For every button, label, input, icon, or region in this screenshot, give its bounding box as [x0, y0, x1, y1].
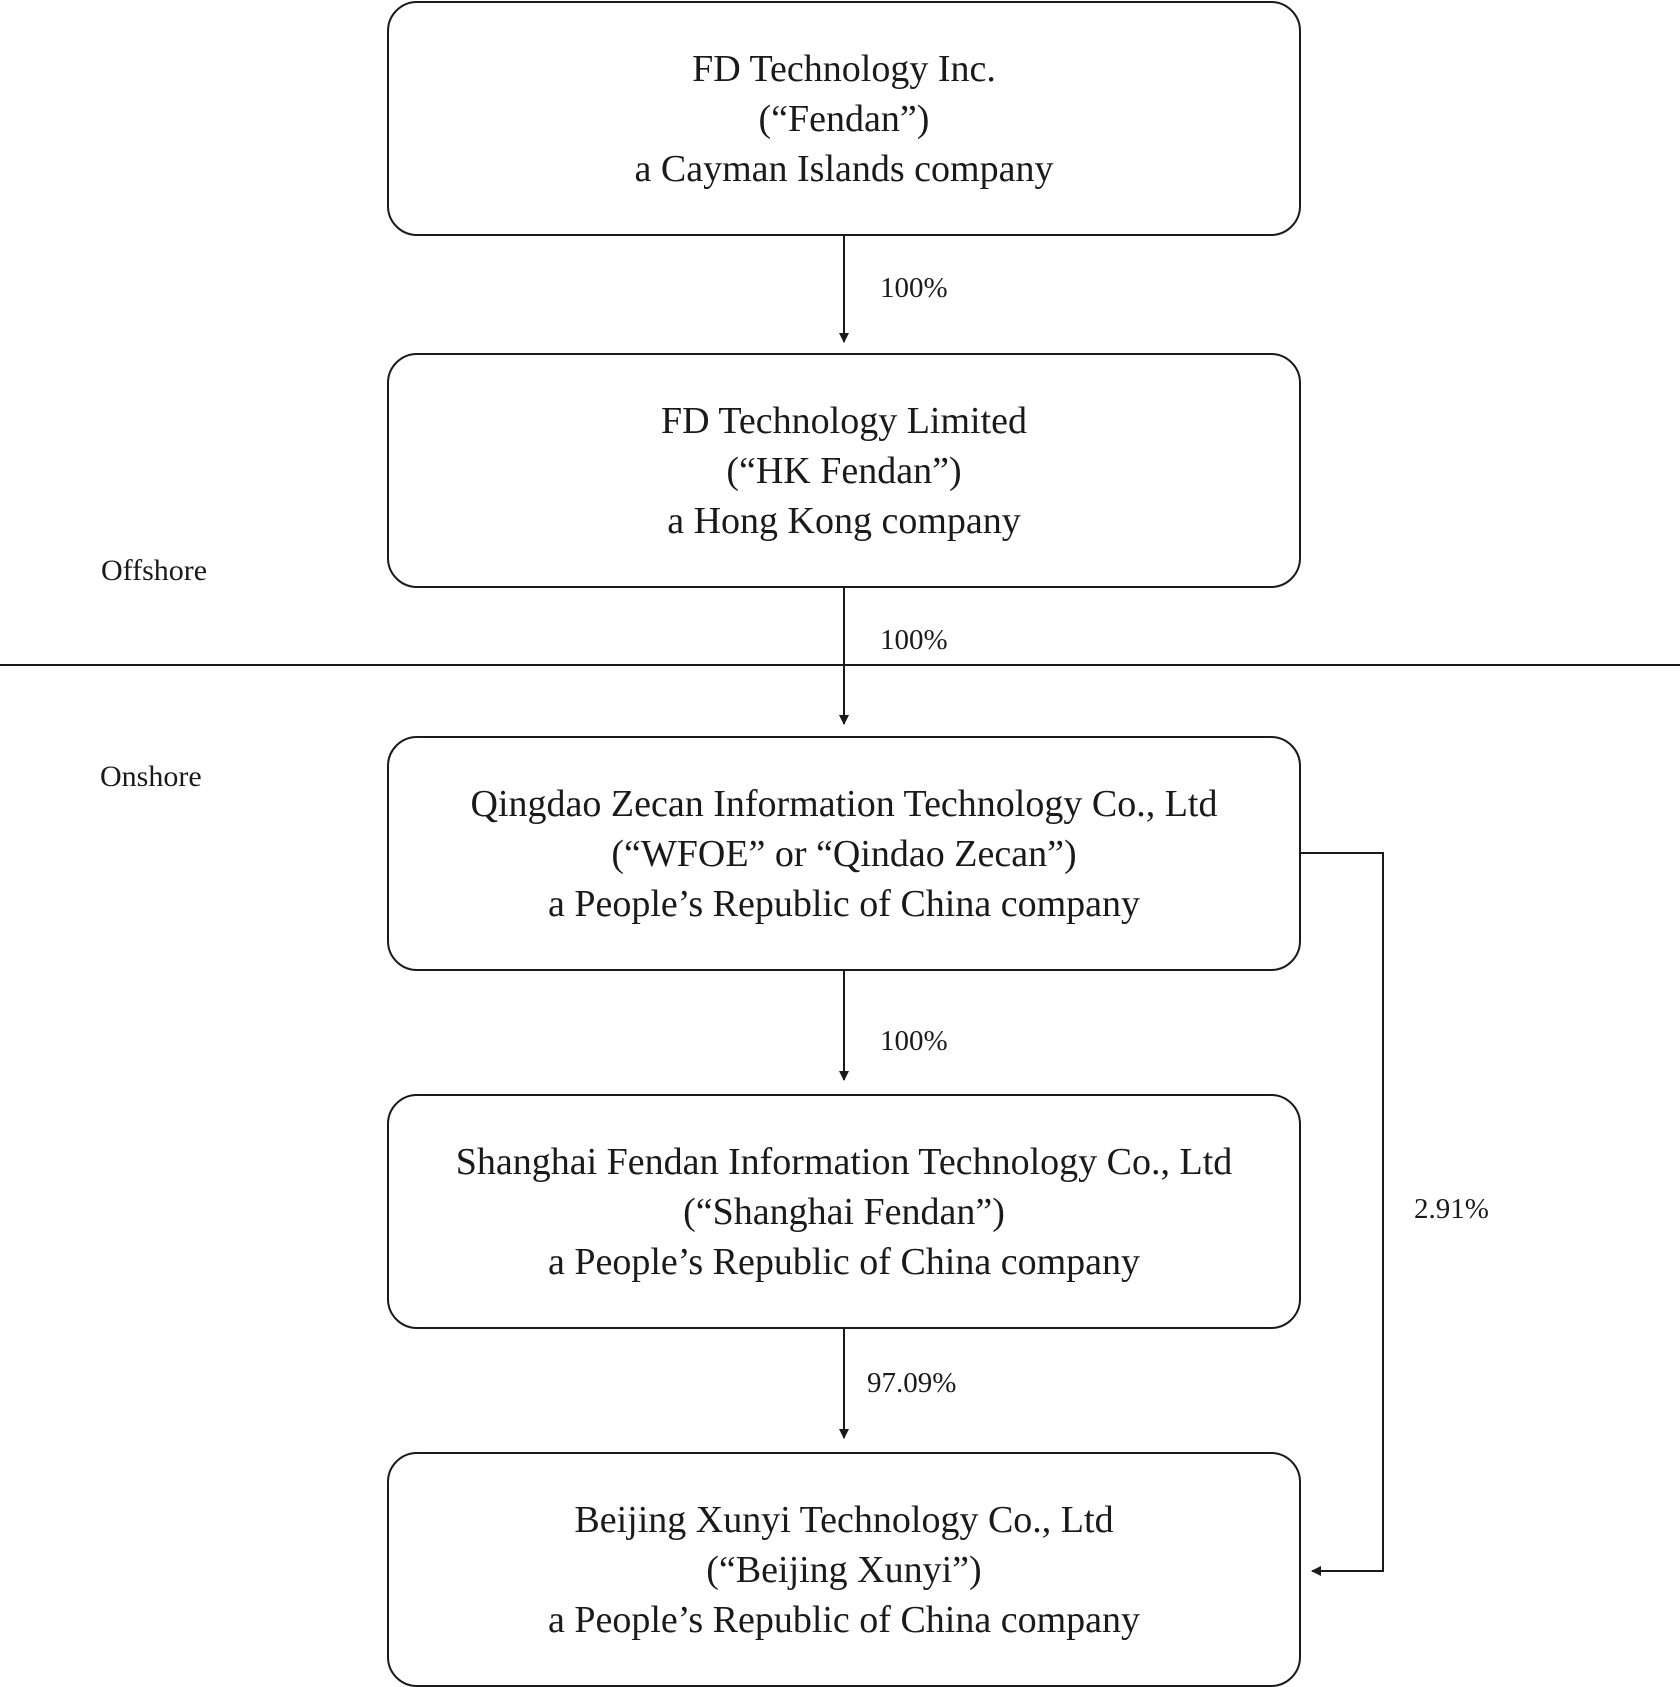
onshore-label: Onshore — [100, 760, 202, 793]
ownership-label: 97.09% — [867, 1367, 957, 1399]
entity-description: a People’s Republic of China company — [547, 1598, 1141, 1641]
entity-short-name: (“Beijing Xunyi”) — [706, 1548, 982, 1591]
entity-name: Beijing Xunyi Technology Co., Ltd — [574, 1498, 1114, 1541]
entity-box-beijing-xunyi: Beijing Xunyi Technology Co., Ltd (“Beij… — [387, 1452, 1301, 1687]
entity-description: a Cayman Islands company — [634, 147, 1054, 190]
entity-name: FD Technology Limited — [660, 399, 1028, 442]
offshore-label: Offshore — [101, 554, 208, 587]
entity-box-fendan: FD Technology Inc. (“Fendan”) a Cayman I… — [387, 1, 1301, 236]
ownership-label: 2.91% — [1414, 1193, 1489, 1225]
entity-description: a Hong Kong company — [667, 499, 1021, 542]
entity-short-name: (“Shanghai Fendan”) — [683, 1190, 1005, 1233]
ownership-label: 100% — [880, 272, 948, 304]
entity-name: Qingdao Zecan Information Technology Co.… — [470, 782, 1218, 825]
entity-description: a People’s Republic of China company — [547, 1240, 1141, 1283]
ownership-label: 100% — [880, 1025, 948, 1057]
entity-name: Shanghai Fendan Information Technology C… — [455, 1140, 1233, 1183]
entity-short-name: (“Fendan”) — [758, 97, 930, 140]
entity-box-hk-fendan: FD Technology Limited (“HK Fendan”) a Ho… — [387, 353, 1301, 588]
arrow-wfoe-to-beijing-xunyi — [1301, 852, 1384, 1576]
entity-short-name: (“HK Fendan”) — [726, 449, 962, 492]
ownership-label: 100% — [880, 624, 948, 656]
entity-short-name: (“WFOE” or “Qindao Zecan”) — [611, 832, 1077, 875]
entity-name: FD Technology Inc. — [692, 47, 996, 90]
entity-description: a People’s Republic of China company — [547, 882, 1141, 925]
entity-box-shanghai-fendan: Shanghai Fendan Information Technology C… — [387, 1094, 1301, 1329]
entity-box-wfoe: Qingdao Zecan Information Technology Co.… — [387, 736, 1301, 971]
